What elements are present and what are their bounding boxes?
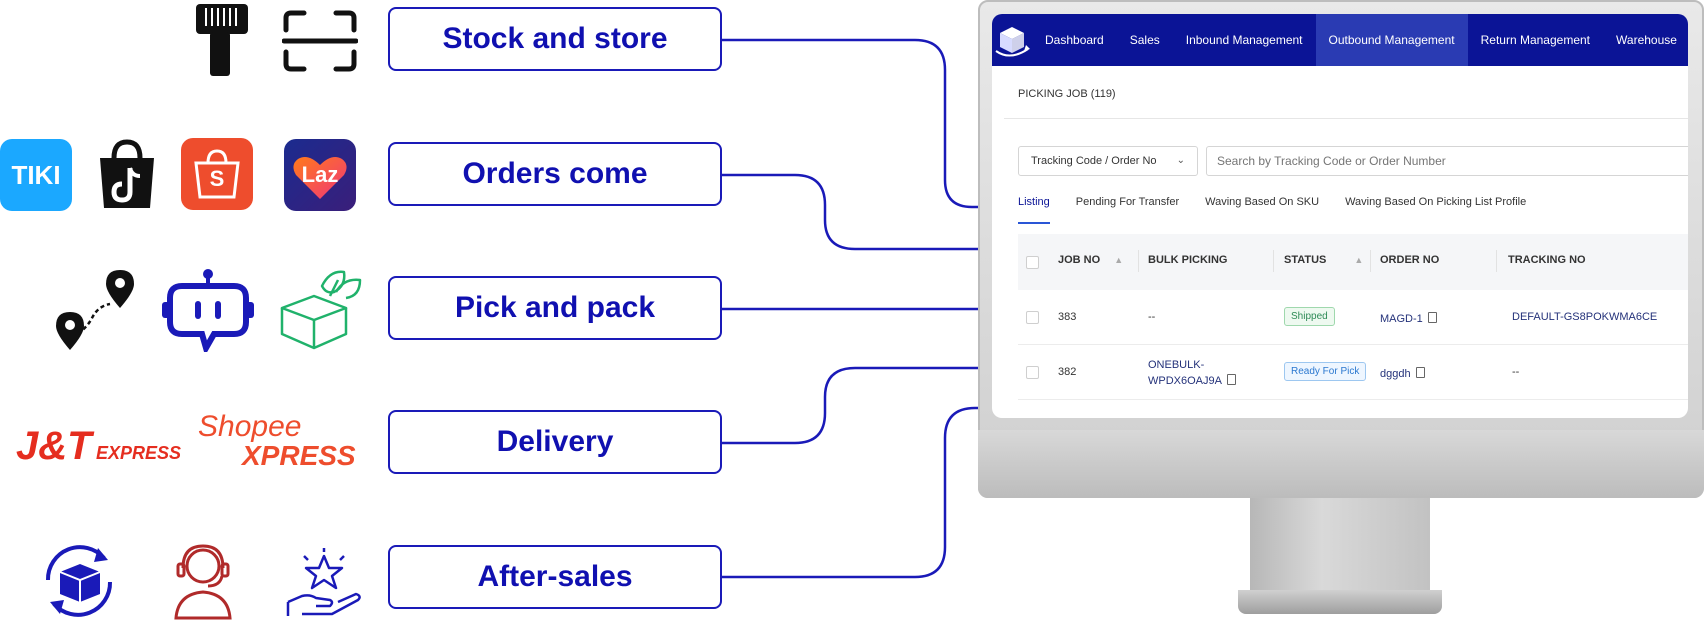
row-checkbox[interactable]	[1026, 311, 1039, 324]
bulk-picking-link[interactable]: ONEBULK- WPDX6OAJ9A	[1148, 357, 1236, 389]
warehouse-box-logo-icon	[995, 27, 1030, 57]
jt-logo-text: J&T	[16, 424, 92, 468]
column-label: STATUS	[1284, 254, 1327, 266]
bulk-picking: ONEBULK-	[1148, 359, 1205, 371]
tab-listing[interactable]: Listing	[1018, 196, 1050, 224]
step-label: Delivery	[496, 425, 614, 458]
tiki-logo-icon: TIKI	[0, 139, 72, 211]
status-badge: Ready For Pick	[1284, 362, 1367, 381]
copy-icon[interactable]	[1226, 374, 1236, 385]
column-divider	[1496, 250, 1497, 272]
step-label: After-sales	[477, 560, 633, 593]
lazada-logo-icon: Laz	[284, 139, 356, 211]
jt-logo-subtext: EXPRESS	[96, 443, 182, 463]
column-header: ORDER NO	[1380, 254, 1440, 266]
search-type-value: Tracking Code / Order No	[1031, 155, 1157, 167]
shopee-logo-text: S	[209, 166, 225, 191]
status-badge: Shipped	[1284, 307, 1335, 326]
top-nav: Dashboard Sales Inbound Management Outbo…	[992, 14, 1688, 66]
order-no: dggdh	[1380, 368, 1411, 380]
step-orders-come: Orders come	[388, 142, 722, 206]
search-type-select[interactable]: Tracking Code / Order No ⌄	[1018, 146, 1198, 176]
step-label: Orders come	[462, 157, 648, 190]
sort-icon[interactable]: ▲︎	[1114, 255, 1124, 265]
column-label: JOB NO	[1058, 254, 1101, 266]
row-checkbox[interactable]	[1026, 366, 1039, 379]
tracking-no: --	[1512, 366, 1520, 378]
shopee-logo-icon: S	[181, 138, 253, 210]
rating-star-hand-icon	[286, 548, 361, 616]
column-header[interactable]: JOB NO ▲︎	[1058, 254, 1123, 266]
tab-waving-based-on-picking-list-profile[interactable]: Waving Based On Picking List Profile	[1345, 196, 1527, 208]
return-box-icon	[45, 545, 113, 617]
app-logo[interactable]	[992, 14, 1032, 66]
monitor-chin	[978, 430, 1704, 498]
column-divider	[1273, 250, 1274, 272]
tiki-logo-text: TIKI	[11, 159, 61, 190]
eco-box-icon	[280, 270, 362, 350]
bulk-picking: --	[1148, 311, 1156, 323]
jt-express-logo: J&T EXPRESS	[16, 424, 181, 469]
step-stock-and-store: Stock and store	[388, 7, 722, 71]
scan-frame-icon	[282, 10, 358, 72]
nav-warehouse[interactable]: Warehouse	[1616, 33, 1677, 47]
nav-dashboard[interactable]: Dashboard	[1045, 33, 1104, 47]
shopee-xpress-text-2: XPRESS	[242, 440, 356, 471]
job-no: 382	[1058, 366, 1077, 378]
column-header: BULK PICKING	[1148, 254, 1228, 266]
lazada-heart-icon	[293, 157, 347, 199]
header-divider	[1004, 118, 1688, 119]
sort-icon[interactable]: ▲︎	[1354, 255, 1364, 265]
nav-outbound-management[interactable]: Outbound Management	[1315, 14, 1468, 66]
tab-waving-based-on-sku[interactable]: Waving Based On SKU	[1205, 196, 1320, 208]
column-divider	[1370, 250, 1371, 272]
tracking-no-link[interactable]: DEFAULT-GS8POKWMA6CE	[1512, 311, 1658, 323]
order-no-link[interactable]: MAGD-1	[1380, 311, 1437, 325]
shopee-xpress-text-1: Shopee	[198, 410, 302, 443]
bulk-picking-code: WPDX6OAJ9A	[1148, 375, 1222, 387]
column-header: TRACKING NO	[1508, 254, 1586, 266]
step-label: Pick and pack	[454, 291, 656, 324]
search-input[interactable]	[1206, 146, 1688, 176]
table-row: 383 -- Shipped MAGD-1 DEFAULT-GS8POKWMA6…	[1018, 290, 1688, 345]
nav-sales[interactable]: Sales	[1129, 33, 1160, 47]
step-pick-and-pack: Pick and pack	[388, 276, 722, 340]
job-no: 383	[1058, 311, 1077, 323]
step-after-sales: After-sales	[388, 545, 722, 609]
step-delivery: Delivery	[388, 410, 722, 474]
tab-bar: Listing Pending For Transfer Waving Base…	[1018, 196, 1552, 224]
page-title: PICKING JOB (119)	[1018, 88, 1116, 100]
monitor-base	[1238, 590, 1442, 614]
tab-pending-for-transfer[interactable]: Pending For Transfer	[1075, 196, 1180, 208]
order-no: MAGD-1	[1380, 313, 1423, 325]
tiktok-shop-icon	[100, 139, 154, 208]
select-all-checkbox[interactable]	[1026, 256, 1039, 269]
step-label: Stock and store	[442, 22, 668, 55]
chatbot-icon	[162, 269, 254, 352]
route-map-pin-icon	[56, 270, 134, 350]
nav-inbound-management[interactable]: Inbound Management	[1185, 33, 1303, 47]
customer-support-icon	[174, 544, 232, 620]
order-no-link[interactable]: dggdh	[1380, 366, 1425, 380]
monitor-stand	[1250, 498, 1430, 590]
app-screen: Dashboard Sales Inbound Management Outbo…	[992, 14, 1688, 418]
table-header: JOB NO▲︎ BULK PICKING STATUS▲︎ ORDER NO …	[1018, 234, 1688, 290]
column-divider	[1138, 250, 1139, 272]
column-header[interactable]: STATUS ▲︎	[1284, 254, 1363, 266]
shopee-bag-icon	[194, 149, 240, 199]
table-row: 382 ONEBULK- WPDX6OAJ9A Ready For Pick d…	[1018, 345, 1688, 400]
copy-icon[interactable]	[1427, 312, 1437, 323]
nav-return-management[interactable]: Return Management	[1480, 33, 1591, 47]
chevron-down-icon: ⌄	[1176, 155, 1185, 166]
copy-icon[interactable]	[1415, 367, 1425, 378]
shopee-xpress-logo: Shopee XPRESS	[198, 412, 356, 470]
lazada-logo-text: Laz	[301, 162, 339, 187]
barcode-scanner-icon	[196, 4, 248, 76]
